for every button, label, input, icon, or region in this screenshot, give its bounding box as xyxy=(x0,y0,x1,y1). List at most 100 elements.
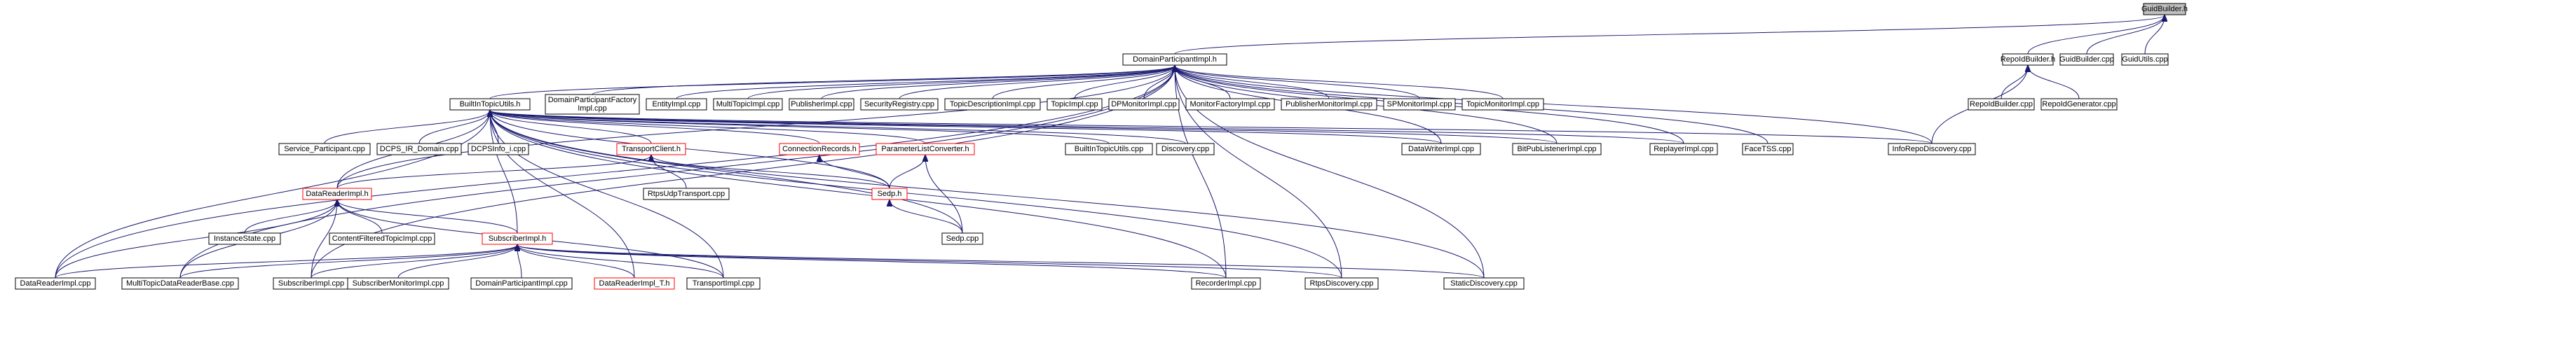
node-box xyxy=(1461,98,1544,111)
edge-MultiTopicDataReaderBase_cpp-to-SubscriberImpl_h xyxy=(179,245,517,279)
node-label: EntityImpl.cpp xyxy=(652,100,700,108)
node-box xyxy=(1047,98,1103,111)
node-box xyxy=(1968,98,2035,111)
edge-Discovery_cpp-to-BuiltInTopicUtils_h xyxy=(490,111,1186,144)
edge-RtpsDiscovery_cpp-to-SubscriberImpl_h xyxy=(517,245,1342,279)
node-label: SecurityRegistry.cpp xyxy=(864,100,934,108)
node-label: RecorderImpl.cpp xyxy=(1196,279,1257,288)
node-publishermonitorimpl-cpp[interactable]: PublisherMonitorImpl.cpp xyxy=(1281,98,1377,111)
node-guidutils-cpp[interactable]: GuidUtils.cpp xyxy=(2121,53,2169,66)
node-bitpublistenerimpl-cpp[interactable]: BitPubListenerImpl.cpp xyxy=(1512,143,1602,155)
edge-DCPS_IR_Domain_cpp-to-BuiltInTopicUtils_h xyxy=(418,111,490,144)
edge-SubscriberImpl_h-to-DataReaderImpl_h xyxy=(337,200,518,234)
edge-DataReaderImpl_cpp-to-DomainParticipantImpl_h xyxy=(55,66,1175,279)
node-transportclient-h[interactable]: TransportClient.h xyxy=(616,143,686,155)
node-contentfilteredtopicimpl-cpp[interactable]: ContentFilteredTopicImpl.cpp xyxy=(329,232,435,245)
node-domainparticipantimpl-h[interactable]: DomainParticipantImpl.h xyxy=(1122,53,1227,66)
node-sedp-h[interactable]: Sedp.h xyxy=(871,188,908,200)
node-guidbuilder-cpp[interactable]: GuidBuilder.cpp xyxy=(2059,53,2114,66)
node-inforepodiscovery-cpp[interactable]: InfoRepoDiscovery.cpp xyxy=(1888,143,1976,155)
edge-RtpsDiscovery_cpp-to-DomainParticipantImpl_h xyxy=(1175,66,1342,279)
node-box xyxy=(470,277,573,290)
node-topicdescriptionimpl-cpp[interactable]: TopicDescriptionImpl.cpp xyxy=(944,98,1041,111)
node-multitopicimpl-cpp[interactable]: MultiTopicImpl.cpp xyxy=(713,98,783,111)
node-entityimpl-cpp[interactable]: EntityImpl.cpp xyxy=(646,98,707,111)
node-label: MultiTopicImpl.cpp xyxy=(716,100,779,108)
node-label: RepoIdGenerator.cpp xyxy=(2042,100,2115,108)
node-datareaderimpl-h[interactable]: DataReaderImpl.h xyxy=(302,188,372,200)
node-label: DCPS_IR_Domain.cpp xyxy=(380,145,459,153)
node-topicimpl-cpp[interactable]: TopicImpl.cpp xyxy=(1047,98,1103,111)
node-box xyxy=(468,143,529,155)
node-discovery-cpp[interactable]: Discovery.cpp xyxy=(1156,143,1215,155)
edge-Sedp_cpp-to-BuiltInTopicUtils_h xyxy=(490,111,963,234)
node-spmonitorimpl-cpp[interactable]: SPMonitorImpl.cpp xyxy=(1383,98,1456,111)
node-transportimpl-cpp[interactable]: TransportImpl.cpp xyxy=(686,277,761,290)
node-connectionrecords-h[interactable]: ConnectionRecords.h xyxy=(779,143,860,155)
node-guidbuilder-h[interactable]: GuidBuilder.h xyxy=(2141,3,2188,15)
node-publisherimpl-cpp[interactable]: PublisherImpl.cpp xyxy=(789,98,854,111)
node-label: TopicDescriptionImpl.cpp xyxy=(950,100,1035,108)
node-rtpsdiscovery-cpp[interactable]: RtpsDiscovery.cpp xyxy=(1304,277,1379,290)
edge-Sedp_h-to-TransportClient_h xyxy=(651,155,890,189)
node-label: ContentFilteredTopicImpl.cpp xyxy=(332,234,432,243)
edge-InfoRepoDiscovery_cpp-to-BuiltInTopicUtils_h xyxy=(490,111,1933,144)
node-recorderimpl-cpp[interactable]: RecorderImpl.cpp xyxy=(1191,277,1261,290)
node-label: GuidBuilder.h xyxy=(2141,5,2188,13)
node-box xyxy=(643,188,730,200)
edge-TopicMonitorImpl_cpp-to-DomainParticipantImpl_h xyxy=(1175,66,1504,99)
node-dcpsinfo-i-cpp[interactable]: DCPSInfo_i.cpp xyxy=(468,143,529,155)
edge-GuidUtils_cpp-to-GuidBuilder_h xyxy=(2144,15,2165,55)
edge-ReplayerImpl_cpp-to-BuiltInTopicUtils_h xyxy=(490,111,1684,144)
node-box xyxy=(789,98,854,111)
node-box xyxy=(941,232,983,245)
node-datawriterimpl-cpp[interactable]: DataWriterImpl.cpp xyxy=(1401,143,1481,155)
node-builtintopicutils-cpp[interactable]: BuiltInTopicUtils.cpp xyxy=(1065,143,1153,155)
node-instancestate-cpp[interactable]: InstanceState.cpp xyxy=(208,232,281,245)
edge-StaticDiscovery_cpp-to-SubscriberImpl_h xyxy=(517,245,1485,279)
node-securityregistry-cpp[interactable]: SecurityRegistry.cpp xyxy=(860,98,939,111)
node-parameterlistconverter-h[interactable]: ParameterListConverter.h xyxy=(875,143,975,155)
edge-EntityImpl_cpp-to-DomainParticipantImpl_h xyxy=(676,66,1175,99)
node-repoidbuilder-cpp[interactable]: RepoIdBuilder.cpp xyxy=(1968,98,2035,111)
node-monitorfactoryimpl-cpp[interactable]: MonitorFactoryImpl.cpp xyxy=(1185,98,1275,111)
node-repoidbuilder-h[interactable]: RepoIdBuilder.h xyxy=(2001,53,2055,66)
node-multitopicdatareaderbase-cpp[interactable]: MultiTopicDataReaderBase.cpp xyxy=(121,277,239,290)
node-label: Impl.cpp xyxy=(578,104,607,113)
node-box xyxy=(944,98,1041,111)
node-domainparticipantimpl-cpp[interactable]: DomainParticipantImpl.cpp xyxy=(470,277,573,290)
node-box xyxy=(1281,98,1377,111)
node-facetss-cpp[interactable]: FaceTSS.cpp xyxy=(1742,143,1794,155)
node-label: InfoRepoDiscovery.cpp xyxy=(1893,145,1972,153)
node-box xyxy=(347,277,449,290)
node-subscribermonitorimpl-cpp[interactable]: SubscriberMonitorImpl.cpp xyxy=(347,277,449,290)
node-label: GuidUtils.cpp xyxy=(2122,55,2167,64)
node-sedp-cpp[interactable]: Sedp.cpp xyxy=(941,232,983,245)
node-topicmonitorimpl-cpp[interactable]: TopicMonitorImpl.cpp xyxy=(1461,98,1544,111)
node-repoidgenerator-cpp[interactable]: RepoIdGenerator.cpp xyxy=(2040,98,2118,111)
node-dpmonitorimpl-cpp[interactable]: DPMonitorImpl.cpp xyxy=(1108,98,1180,111)
node-box xyxy=(2121,53,2169,66)
node-builtintopicutils-h[interactable]: BuiltInTopicUtils.h xyxy=(449,98,531,111)
edge-InstanceState_cpp-to-DataReaderImpl_h xyxy=(244,200,337,234)
node-label: PublisherImpl.cpp xyxy=(791,100,852,108)
node-rtpsudptransport-cpp[interactable]: RtpsUdpTransport.cpp xyxy=(643,188,730,200)
node-subscriberimpl-cpp[interactable]: SubscriberImpl.cpp xyxy=(273,277,350,290)
node-label: BuiltInTopicUtils.cpp xyxy=(1075,145,1143,153)
edge-SubscriberImpl_cpp-to-DataReaderImpl_h xyxy=(311,200,337,279)
node-box xyxy=(302,188,372,200)
node-datareaderimpl-cpp[interactable]: DataReaderImpl.cpp xyxy=(15,277,96,290)
node-label: SubscriberImpl.cpp xyxy=(278,279,344,288)
node-subscriberimpl-h[interactable]: SubscriberImpl.h xyxy=(482,232,553,245)
node-label: ParameterListConverter.h xyxy=(881,145,969,153)
node-label: SPMonitorImpl.cpp xyxy=(1387,100,1452,108)
node-box xyxy=(1122,53,1227,66)
node-dcps-ir-domain-cpp[interactable]: DCPS_IR_Domain.cpp xyxy=(376,143,462,155)
node-label: BuiltInTopicUtils.h xyxy=(460,100,521,108)
node-staticdiscovery-cpp[interactable]: StaticDiscovery.cpp xyxy=(1443,277,1525,290)
node-replayerimpl-cpp[interactable]: ReplayerImpl.cpp xyxy=(1649,143,1718,155)
node-datareaderimpl-t-h[interactable]: DataReaderImpl_T.h xyxy=(594,277,675,290)
node-service-participant-cpp[interactable]: Service_Participant.cpp xyxy=(278,143,371,155)
